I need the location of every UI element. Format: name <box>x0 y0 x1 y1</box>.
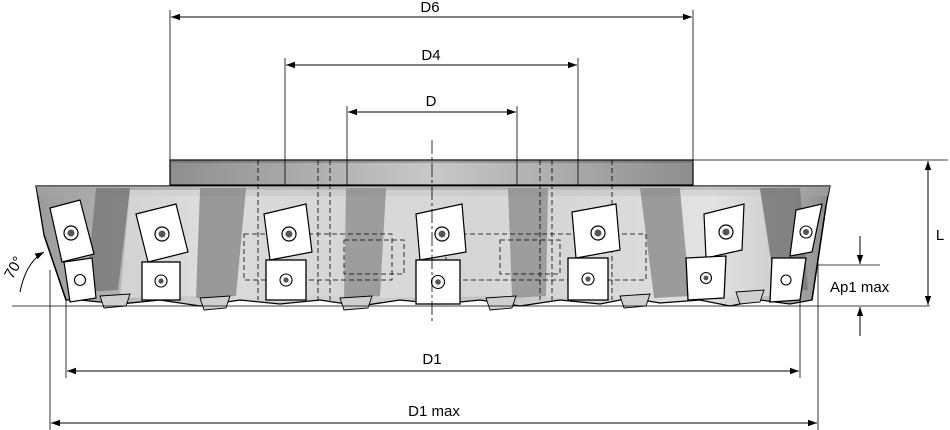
insert-pocket-1 <box>49 199 97 303</box>
label-ap1-max: Ap1 max <box>830 279 890 296</box>
insert-pocket-2 <box>135 203 189 301</box>
cutter-flange <box>169 159 694 186</box>
insert-pocket-6 <box>685 203 745 301</box>
insert-pocket-5 <box>567 203 621 301</box>
insert-pocket-4 <box>415 203 467 305</box>
label-d1: D1 <box>422 351 441 368</box>
label-d1-max: D1 max <box>408 403 460 420</box>
extension-lines <box>49 10 948 430</box>
label-l: L <box>936 227 944 244</box>
insert-pocket-7 <box>769 203 823 303</box>
dimension-lines <box>19 13 932 427</box>
insert-set <box>49 199 823 311</box>
label-d6: D6 <box>420 0 439 16</box>
dimension-labels: D6 D4 D D1 D1 max L Ap1 max 70° <box>1 0 944 420</box>
label-angle: 70° <box>1 254 27 282</box>
insert-pocket-3 <box>263 203 313 301</box>
label-d4: D4 <box>421 47 440 64</box>
hidden-lines <box>243 160 647 300</box>
label-d: D <box>426 93 437 110</box>
dim-angle-arc <box>19 251 45 293</box>
